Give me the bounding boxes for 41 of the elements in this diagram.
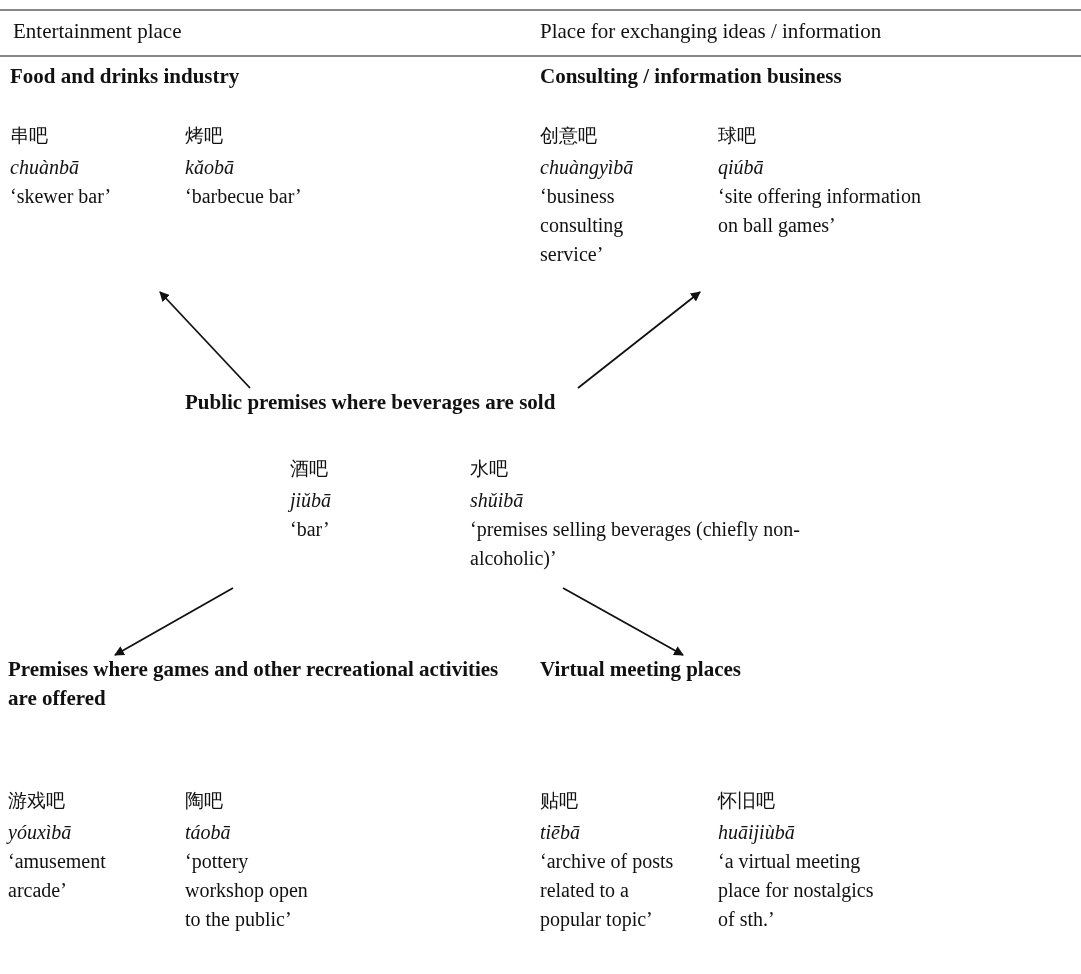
pinyin-text: kǎobā: [185, 155, 235, 180]
category-heading: Public premises where beverages are sold: [185, 389, 557, 416]
chinese-term: 酒吧: [290, 456, 329, 481]
chinese-term: 怀旧吧: [718, 788, 776, 813]
category-heading: Virtual meeting places: [540, 656, 743, 683]
pinyin-text: táobā: [185, 820, 232, 845]
pinyin-text: chuàngyìbā: [540, 155, 635, 181]
gloss-text: ‘a virtual meeting place for nostalgics of sth.’: [718, 849, 875, 932]
gloss-text: ‘business consulting service’: [540, 184, 625, 267]
arrow: [159, 291, 251, 389]
gloss-text: ‘pottery workshop open to the public’: [185, 849, 309, 933]
gloss-text: ‘archive of posts related to a popular topic’: [540, 849, 675, 933]
pinyin-text: shǔibā: [470, 488, 525, 513]
chinese-term: 串吧: [10, 123, 49, 148]
category-heading: Consulting / information business: [540, 63, 843, 90]
category-heading: Food and drinks industry: [10, 63, 241, 90]
pinyin-text: jiǔbā: [290, 488, 333, 514]
arrow: [562, 587, 684, 656]
gloss-text: ‘site offering information on ball games’: [718, 184, 922, 239]
category-heading: Premises where games and other recreational activities are offered: [8, 656, 500, 712]
pinyin-text: tiēbā: [540, 820, 581, 845]
chinese-term: 球吧: [718, 123, 757, 148]
gloss-text: ‘bar’: [290, 517, 331, 542]
column-header: Place for exchanging ideas / information: [540, 18, 882, 44]
gloss-text: ‘premises selling beverages (chiefly non-alcoholic)’: [470, 517, 801, 572]
gloss-text: ‘skewer bar’: [10, 184, 113, 209]
gloss-text: ‘amusement arcade’: [8, 849, 107, 903]
chinese-term: 水吧: [470, 456, 509, 481]
chinese-term: 陶吧: [185, 788, 224, 813]
chinese-term: 贴吧: [540, 788, 579, 813]
pinyin-text: qiúbā: [718, 155, 765, 181]
column-header: Entertainment place: [13, 18, 182, 44]
gloss-text: ‘barbecue bar’: [185, 184, 303, 209]
chinese-term: 烤吧: [185, 123, 224, 148]
pinyin-text: chuànbā: [10, 155, 80, 180]
chinese-term: 游戏吧: [8, 788, 66, 813]
pinyin-text: yóuxìbā: [8, 820, 73, 846]
pinyin-text: huāijiùbā: [718, 820, 796, 846]
chinese-term: 创意吧: [540, 123, 598, 148]
arrow: [114, 587, 234, 656]
arrow: [577, 291, 701, 389]
